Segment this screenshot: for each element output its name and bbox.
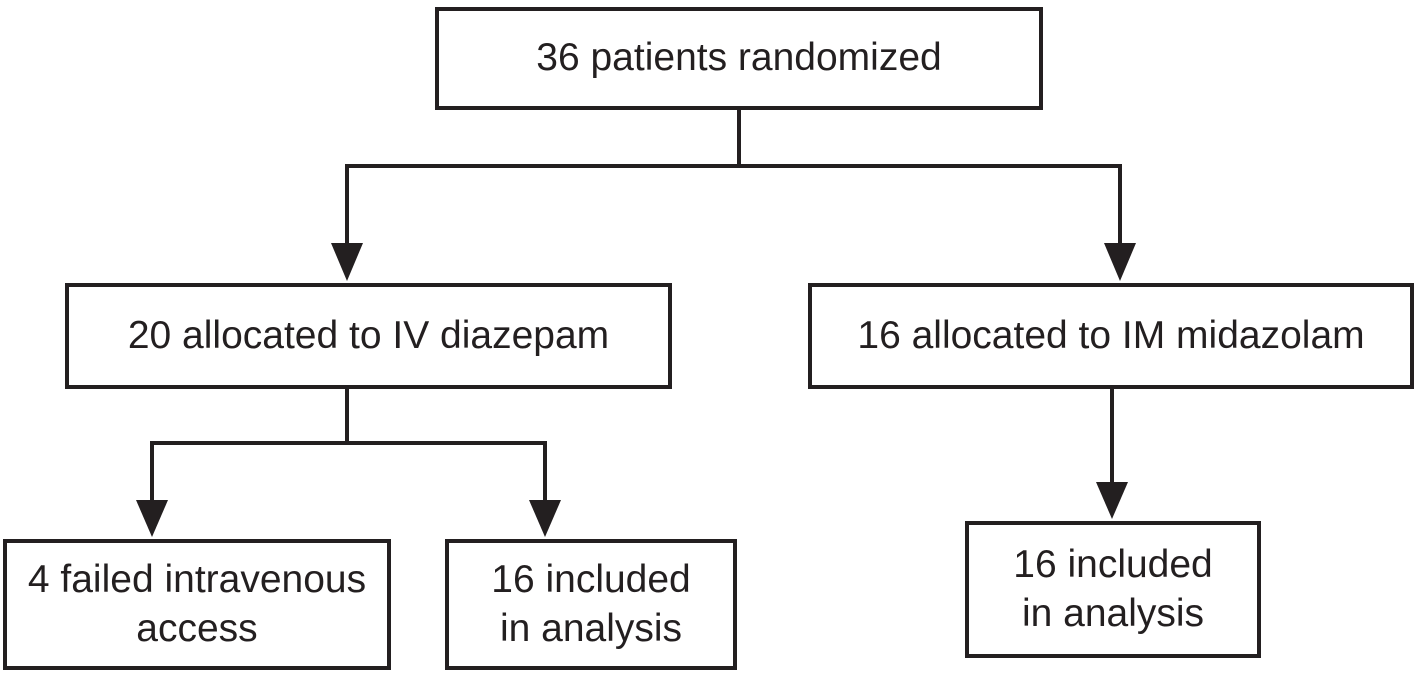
box-allocated-im-midazolam: 16 allocated to IM midazolam bbox=[808, 283, 1414, 389]
box-patients-randomized: 36 patients randomized bbox=[435, 7, 1043, 110]
box-failed-intravenous-access: 4 failed intravenous access bbox=[3, 539, 391, 670]
edge-iv-diazepam-to-outcomes bbox=[150, 389, 547, 501]
box-allocated-iv-diazepam: 20 allocated to IV diazepam bbox=[65, 283, 672, 389]
box-im-included-in-analysis: 16 included in analysis bbox=[965, 521, 1261, 658]
arrowhead-to-iv-diazepam bbox=[331, 243, 363, 281]
arrowhead-to-iv-analyzed bbox=[529, 500, 561, 537]
arrowhead-to-im-analyzed bbox=[1096, 482, 1128, 519]
arrowhead-to-failed-iv bbox=[136, 500, 168, 537]
arrowhead-to-im-midazolam bbox=[1104, 243, 1136, 281]
edge-randomized-to-allocations bbox=[345, 110, 1122, 250]
box-iv-included-in-analysis: 16 included in analysis bbox=[445, 539, 737, 670]
